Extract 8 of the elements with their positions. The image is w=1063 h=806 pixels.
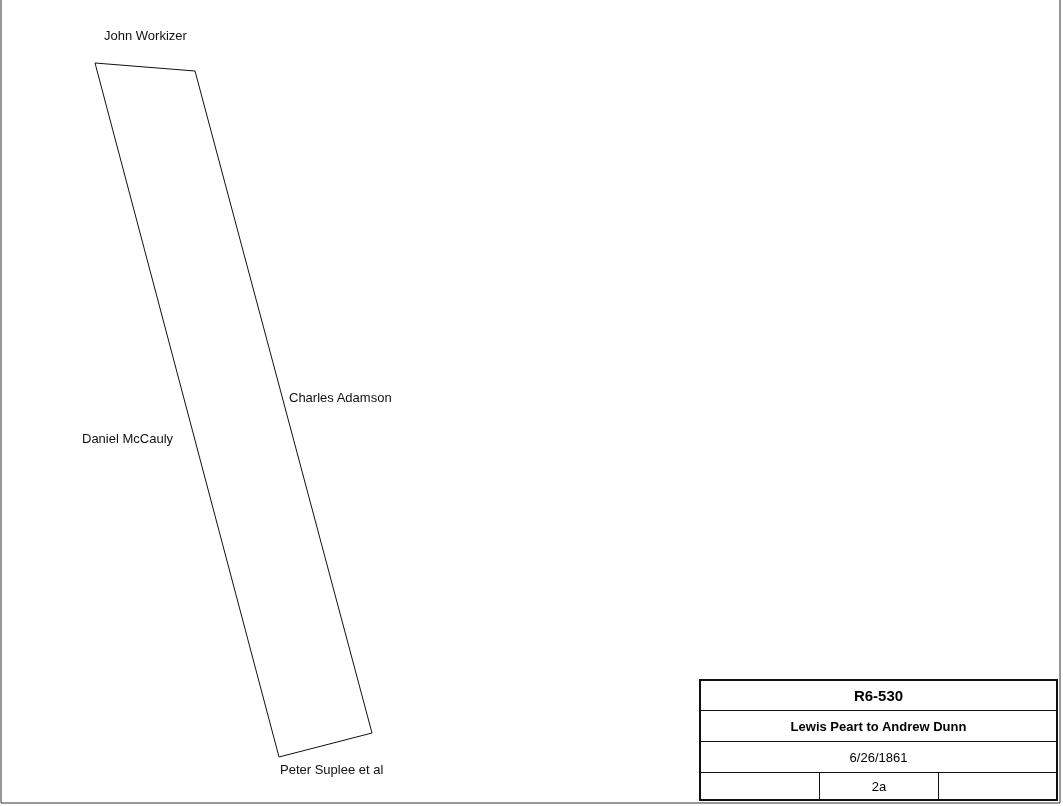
owner-label: Charles Adamson xyxy=(289,390,392,405)
owner-label: Daniel McCauly xyxy=(82,431,174,446)
sheet-number: 2a xyxy=(871,778,887,794)
deed-parties: Lewis Peart to Andrew Dunn xyxy=(790,718,967,734)
deed-date: 6/26/1861 xyxy=(849,749,908,765)
drawing-number: R6-530 xyxy=(853,687,904,704)
owner-label: John Workizer xyxy=(104,28,187,43)
owner-label: Peter Suplee et al xyxy=(280,762,384,777)
